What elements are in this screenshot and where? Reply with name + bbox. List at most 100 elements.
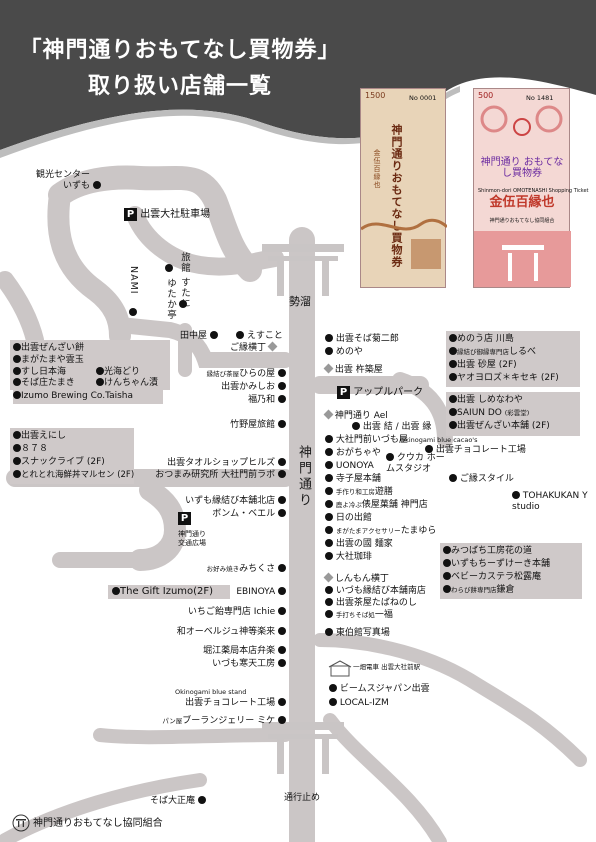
shop-prefix: 縁結び茶屋 (206, 370, 240, 378)
list-item[interactable]: まがたまや雲玉 (13, 355, 84, 366)
shop-choco-left[interactable]: 出雲チョコレート工場 (130, 698, 286, 709)
list-item[interactable]: けんちゃん漬 (96, 378, 158, 389)
yutaka-label: ゆたか亭 (165, 278, 176, 320)
shop-kamishio[interactable]: 出雲かみしお (198, 382, 286, 393)
shop-local[interactable]: LOCAL-IZM (329, 698, 389, 709)
parking-shinmon[interactable]: P (178, 512, 191, 525)
shop-dot (278, 564, 286, 572)
list-item[interactable]: いずもちーずけーき本舗 (443, 559, 550, 570)
shop-bonmu[interactable]: ボンム・ベエル (150, 509, 286, 520)
shop-name: 出雲かみしお (221, 382, 276, 392)
list-item[interactable]: わらび餅専門店鎌倉 (443, 585, 515, 596)
shop-esukoto[interactable]: えすこと (236, 331, 283, 342)
list-item[interactable]: ベビーカステラ松露庵 (443, 572, 541, 583)
shop-dot (325, 334, 333, 342)
shop-soba[interactable]: そば大正庵 (150, 796, 206, 807)
shop-takenoya[interactable]: 竹野屋旅館 (198, 420, 286, 431)
shop-ichifuku[interactable]: 手打ちそば処一福 (325, 610, 393, 621)
shop-chaya[interactable]: 出雲茶屋たばねのし (325, 598, 417, 609)
shop-higashi[interactable]: 東伯館写真場 (325, 628, 390, 639)
shop-itsumo[interactable]: いづも寒天工房 (130, 659, 286, 670)
list-item[interactable]: ８７８ (13, 444, 48, 455)
shop-uonoya[interactable]: UONOYA (325, 461, 374, 472)
shop-name: ご縁スタイル (459, 474, 514, 484)
shop-beams[interactable]: ビームスジャパン出雲 (329, 684, 430, 695)
list-item[interactable]: すし日本海 (13, 367, 66, 378)
shop-enmusubi-minami[interactable]: いづも縁結び本舗南店 (325, 586, 426, 597)
right-box-3: みつばち工房花の道 いずもちーずけーき本舗 ベビーカステラ松露庵 わらび餅専門店… (440, 543, 582, 599)
shop-dot (278, 496, 286, 504)
shop-goen-style[interactable]: ご縁スタイル (449, 474, 514, 485)
shop-menoya[interactable]: めのや (325, 347, 363, 358)
list-item[interactable]: 光海どり (96, 367, 140, 378)
shop-panya[interactable]: パン屋ブーランジェリー ミケ (130, 716, 286, 727)
shop-hinode[interactable]: 日の出館 (325, 513, 372, 524)
shop-yui[interactable]: 出雲 結 / 出雲 縁 (352, 422, 431, 433)
shop-name: 鎌倉 (496, 585, 515, 595)
goen-yokocho[interactable]: ご縁横丁 (230, 341, 278, 354)
shop-tohakukan[interactable]: TOHAKUKAN Y studio (512, 491, 590, 513)
list-item[interactable]: みつばち工房花の道 (443, 546, 532, 557)
shop-teraya[interactable]: 寺子屋本舗 (325, 474, 381, 485)
shop-name: 神門通り Ael (334, 411, 388, 421)
shop-fukunowa[interactable]: 福乃和 (198, 395, 286, 406)
voucher-right-issuer: 神門通りおもてなし協同組合 (489, 218, 555, 224)
title-line-2: 取り扱い店舗一覧 (87, 74, 272, 99)
list-item[interactable]: SAIUN DO (彩雲堂) (449, 408, 529, 419)
list-item[interactable]: 出雲 砂屋 (2F) (449, 360, 517, 371)
shop-name: とれとれ海鮮丼マルセン (2F) (21, 470, 135, 480)
shop-name: いちご飴専門店 Ichie (187, 607, 276, 617)
list-item[interactable]: 出雲 しめなわや (449, 395, 523, 406)
shop-sobakiku[interactable]: 出雲そば菊二郎 (325, 334, 399, 345)
shop-name: 遊膳 (374, 487, 393, 497)
road-closed-label: 通行止め (284, 793, 321, 803)
list-item[interactable]: とれとれ海鮮丼マルセン (2F) (13, 470, 134, 481)
shop-michikusa[interactable]: お好み焼きみちくさ (150, 564, 286, 575)
shop-kuni[interactable]: 出雲の國 麺家 (325, 539, 393, 550)
shop-hiranoya[interactable]: 縁結び茶屋ひらの屋 (198, 369, 286, 380)
shop-ogachaya[interactable]: おがちゃや (325, 448, 381, 459)
shop-enmusubi-kita[interactable]: いずも縁結び本舗北店 (150, 496, 286, 507)
shop-ael[interactable]: 神門通り Ael (323, 409, 388, 422)
shop-name: 出雲 しめなわや (457, 395, 523, 405)
list-item[interactable]: めのう店 川島 (449, 334, 514, 345)
parking-apple[interactable]: P アップルパーク (337, 386, 423, 399)
list-item[interactable]: 出雲えにし (13, 431, 66, 442)
shop-ebinoya[interactable]: EBINOYA (200, 587, 286, 598)
shinmon-yokocho[interactable]: しんもん横丁 (323, 572, 389, 585)
diamond-marker (323, 409, 334, 420)
seiryu-label: 勢溜 (289, 295, 311, 308)
header-shadow (0, 86, 460, 158)
shop-tamayura[interactable]: まがたまアクセサリーたまゆら (325, 526, 436, 537)
shop-horie[interactable]: 堀江薬局本店弁楽 (130, 646, 286, 657)
right-box-2: 出雲 しめなわや SAIUN DO (彩雲堂) 出雲ぜんざい本舗 (2F) (446, 392, 580, 436)
shop-sudare[interactable]: 鹿よ冷ぷ俵屋菓舗 神門店 (325, 500, 428, 511)
shop-teuchi[interactable]: 手作り和工房遊膳 (325, 487, 393, 498)
shop-wa-auberge[interactable]: 和オーベルジュ神等楽来 (130, 627, 286, 638)
shop-towel[interactable]: 出雲タオルショップヒルズ (130, 458, 286, 469)
shop-gift[interactable]: The Gift Izumo(2F) (108, 585, 230, 599)
shop-ichigo[interactable]: いちご飴専門店 Ichie (150, 607, 286, 618)
shop-taisha-izumoya[interactable]: 大社門前いづも屋 (325, 435, 408, 446)
shop-dot (449, 347, 457, 355)
list-item[interactable]: 出雲ぜんざい本舗 (2F) (449, 421, 550, 432)
shop-name: ８７８ (21, 444, 49, 454)
parking-izumo[interactable]: P 出雲大社駐車場 (124, 208, 210, 221)
list-item[interactable]: 出雲ぜんざい餅 (13, 343, 84, 354)
shop-tanaka[interactable]: 田中屋 (180, 331, 218, 342)
shop-kuwaka[interactable]: クウカ ホームスタジオ (386, 453, 446, 475)
list-item[interactable]: ヤオヨロズ＊キセキ (2F) (449, 373, 559, 384)
list-item[interactable]: そば庄たまき (13, 378, 75, 389)
parking-icon: P (124, 208, 137, 221)
shop-coffee[interactable]: 大社珈琲 (325, 552, 372, 563)
list-item[interactable]: スナックライブ (2F) (13, 457, 105, 468)
shop-name: 俵屋菓舗 神門店 (361, 500, 428, 510)
shop-choco-right[interactable]: 出雲チョコレート工場 (425, 445, 526, 456)
list-item[interactable]: 縁結び御縁専門店しるべ (449, 347, 536, 358)
shop-name: 一福 (374, 610, 393, 620)
okinogami-right-label: Okinogami blue cacao's (400, 436, 478, 444)
list-item[interactable]: Izumo Brewing Co.Taisha (13, 390, 163, 404)
shop-kinebaya[interactable]: 出雲 杵築屋 (323, 363, 383, 376)
shop-omusubi[interactable]: おつまみ研究所 大社門前ラボ (130, 470, 286, 481)
shop-name: おつまみ研究所 大社門前ラボ (155, 470, 276, 480)
